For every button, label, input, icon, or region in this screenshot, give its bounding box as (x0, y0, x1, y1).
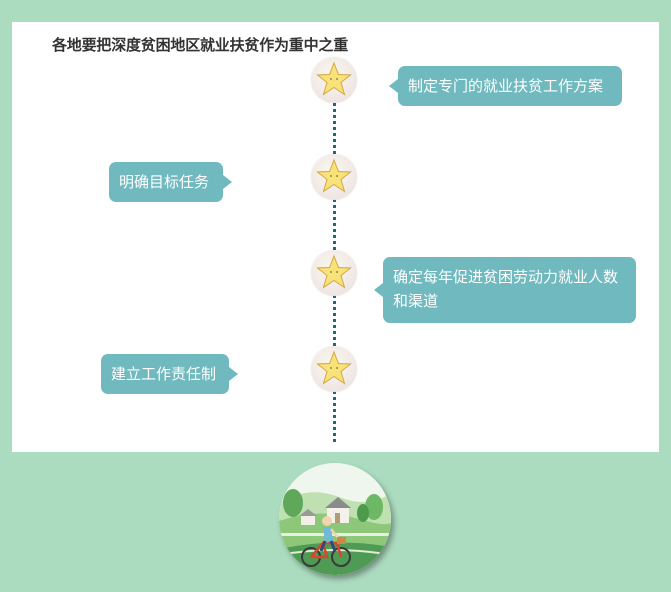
page-title: 各地要把深度贫困地区就业扶贫作为重中之重 (52, 36, 349, 54)
timeline-item-1: 制定专门的就业扶贫工作方案 (389, 66, 622, 106)
timeline-item-text: 确定每年促进贫困劳动力就业人数和渠道 (393, 268, 619, 310)
star-icon (311, 346, 357, 392)
timeline-item-text: 建立工作责任制 (111, 365, 217, 383)
timeline-item-text: 明确目标任务 (119, 173, 210, 191)
content-panel: 各地要把深度贫困地区就业扶贫作为重中之重 制定专门的就业扶贫工作方案 明确目标任… (12, 22, 659, 452)
cyclist-village-illustration (279, 463, 391, 575)
timeline-item-3: 确定每年促进贫困劳动力就业人数和渠道 (374, 257, 636, 323)
timeline-item-2: 明确目标任务 (109, 162, 232, 202)
timeline-item-4: 建立工作责任制 (101, 354, 238, 394)
star-icon (311, 57, 357, 103)
timeline-item-text: 制定专门的就业扶贫工作方案 (408, 77, 604, 95)
star-icon (311, 154, 357, 200)
star-icon (311, 250, 357, 296)
